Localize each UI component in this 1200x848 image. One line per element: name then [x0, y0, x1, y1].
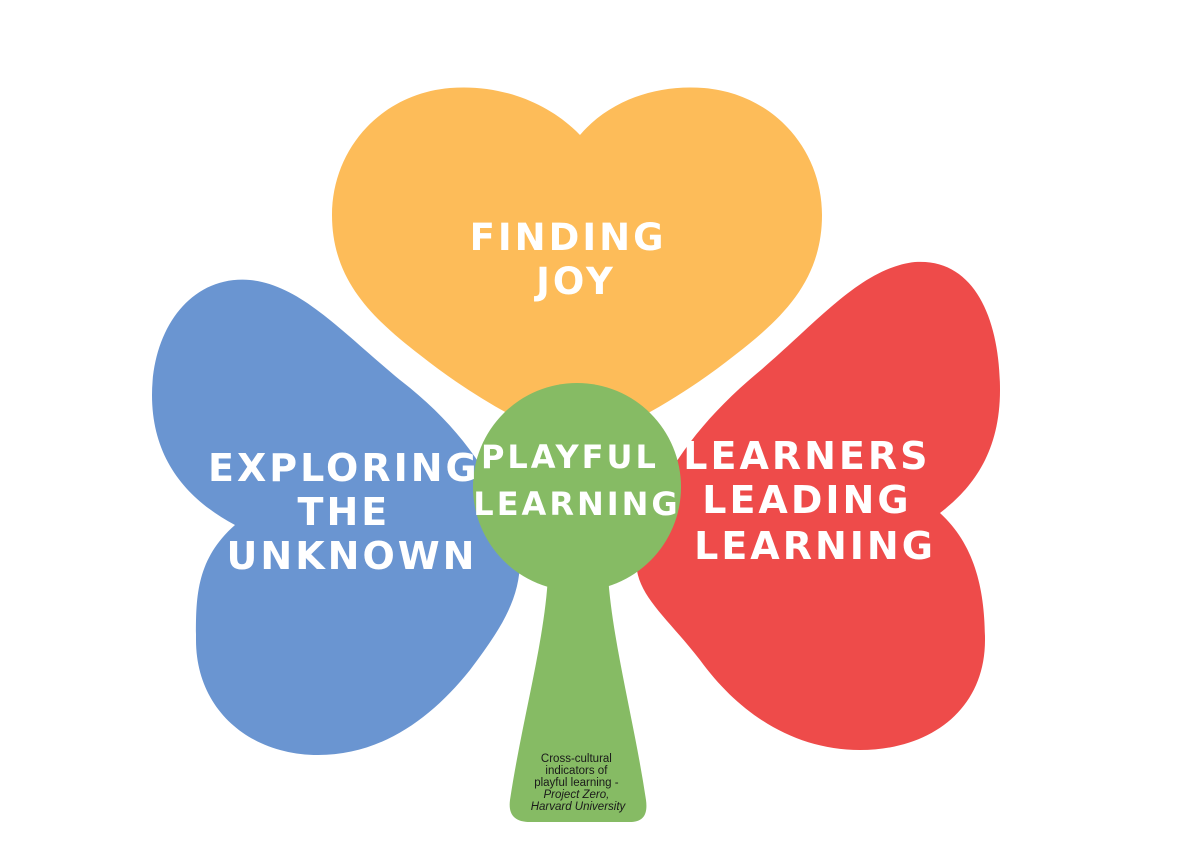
stem-caption-line-5: Harvard University: [531, 801, 627, 813]
stem-caption-line-1: Cross-cultural: [541, 753, 612, 765]
top-petal: [332, 87, 822, 449]
right-petal: [636, 261, 1000, 750]
center-line-1: PLAYFUL: [481, 438, 659, 476]
left-petal-line-2: THE: [298, 490, 391, 534]
center-label: PLAYFUL LEARNING: [473, 438, 680, 523]
stem-caption-line-2: indicators of: [545, 765, 608, 777]
right-petal-label: LEARNERS LEADING LEARNING: [683, 434, 946, 568]
stem-caption-line-4: Project Zero,: [543, 789, 609, 801]
top-petal-shape: [332, 87, 822, 449]
stem-caption-line-3: playful learning -: [534, 777, 619, 789]
stem-caption: Cross-cultural indicators of playful lea…: [531, 753, 627, 813]
top-petal-label: FINDING JOY: [470, 216, 683, 303]
center-line-2: LEARNING: [473, 485, 680, 523]
right-petal-line-3: LEARNING: [694, 524, 936, 568]
center-circle: [473, 383, 681, 591]
top-petal-line-2: JOY: [533, 260, 616, 303]
left-petal-line-3: UNKNOWN: [227, 534, 478, 578]
left-petal: [152, 279, 520, 755]
stem: [509, 575, 647, 822]
right-petal-line-1: LEARNERS: [683, 434, 930, 478]
left-petal-label: EXPLORING THE UNKNOWN: [208, 446, 496, 578]
right-petal-shape: [636, 261, 1000, 750]
stem-shape: [509, 575, 647, 822]
left-petal-line-1: EXPLORING: [208, 446, 480, 490]
left-petal-shape: [152, 279, 520, 755]
center-circle-shape: [473, 383, 681, 591]
top-petal-line-1: FINDING: [470, 216, 667, 259]
right-petal-line-2: LEADING: [702, 478, 911, 522]
